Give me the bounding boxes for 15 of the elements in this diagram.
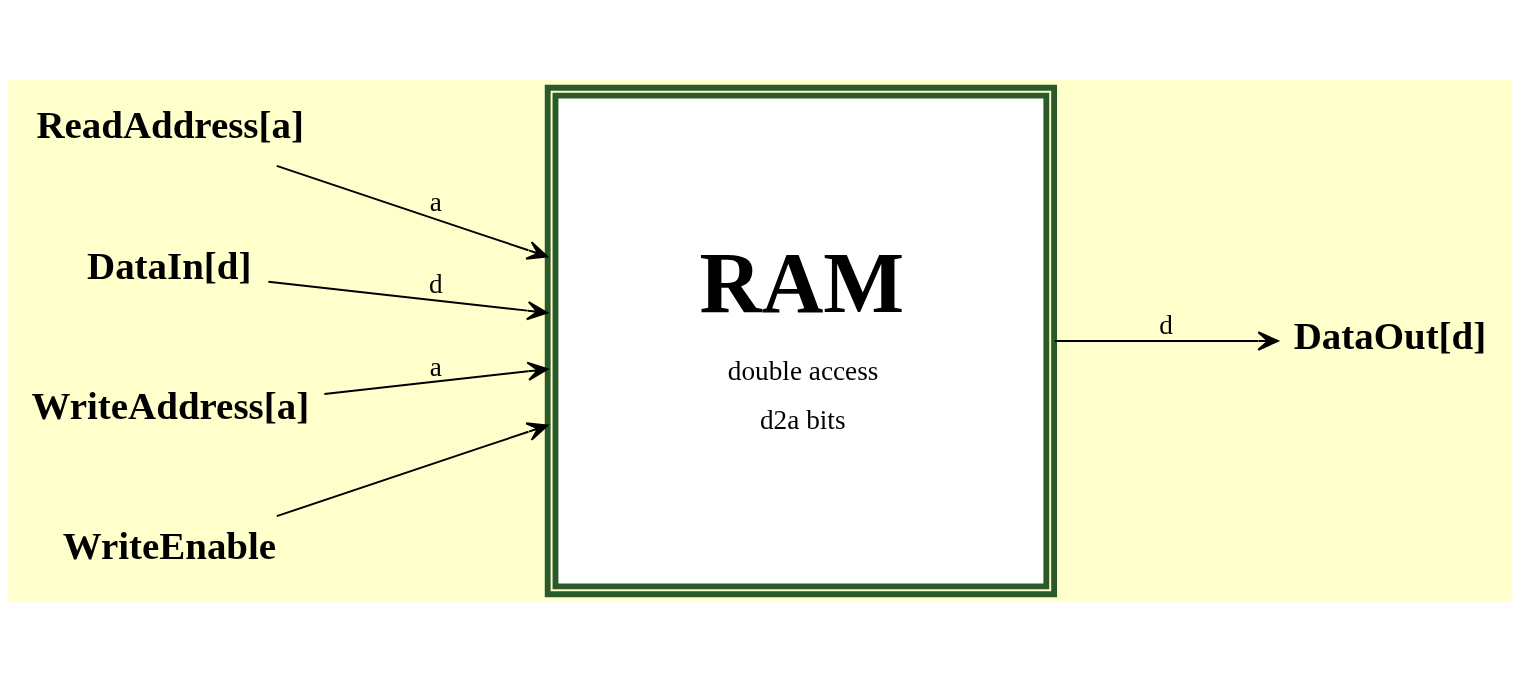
arrow bbox=[275, 422, 549, 518]
node-text: DataIn[d] bbox=[87, 243, 252, 287]
node-text: WriteEnable bbox=[62, 524, 277, 568]
edge-label: a bbox=[429, 352, 442, 383]
edge-label: d bbox=[428, 268, 443, 299]
arrow bbox=[1053, 331, 1279, 351]
node-text: DataOut[d] bbox=[1293, 313, 1487, 357]
node-text: ReadAddress[a] bbox=[36, 103, 304, 147]
arrow bbox=[323, 361, 549, 396]
arrow bbox=[267, 280, 549, 321]
edge-label: a bbox=[429, 186, 442, 217]
edge-label: d bbox=[1159, 309, 1173, 340]
node-box: RAM double access d2a bits bbox=[544, 84, 1058, 598]
node-text: WriteAddress[a] bbox=[31, 383, 310, 427]
arrow bbox=[275, 164, 549, 260]
